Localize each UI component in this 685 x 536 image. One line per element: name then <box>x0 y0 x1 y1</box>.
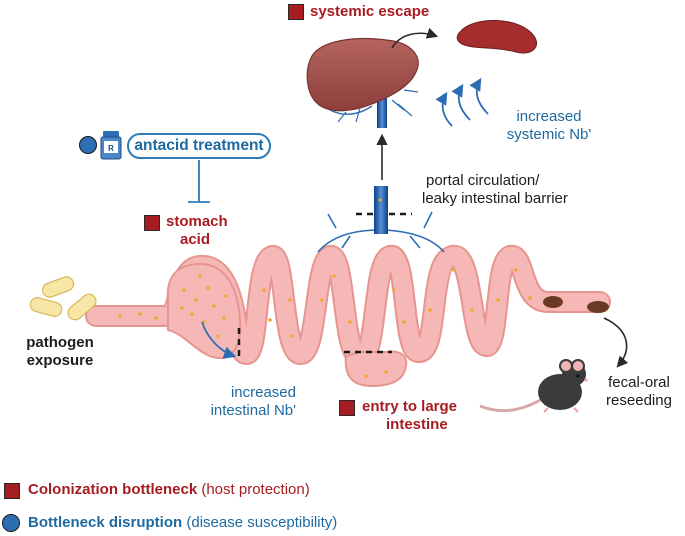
systemic-nb-arcs <box>435 77 489 127</box>
portal-vessels <box>317 86 445 253</box>
inhibition-line <box>188 160 210 203</box>
svg-text:R: R <box>108 144 114 153</box>
liver-to-spleen-arrow <box>391 27 439 49</box>
mouse-icon <box>479 359 588 413</box>
systemic-escape-label: systemic escape <box>310 3 430 20</box>
legend-colonization: Colonization bottleneck (host protection… <box>28 481 310 498</box>
increased-systemic-nb-label: increased systemic Nb' <box>506 108 592 143</box>
stomach <box>166 262 242 360</box>
cecum <box>344 350 408 388</box>
legend-bottleneck-marker <box>4 483 20 499</box>
intestinal-nb-arrow <box>201 321 237 359</box>
bacteria-icon <box>29 276 97 321</box>
increased-intestinal-nb-label: increased intestinal Nb' <box>210 384 296 419</box>
legend-disruption: Bottleneck disruption (disease susceptib… <box>28 514 338 531</box>
stomach-acid-label: stomach acid <box>166 213 228 248</box>
hepatic-vein <box>377 86 387 128</box>
rx-bottle-icon: R <box>100 131 122 160</box>
spleen-icon <box>456 20 538 54</box>
bacteria-dots <box>118 268 532 378</box>
pathogen-exposure-label: pathogen exposure <box>26 334 94 369</box>
portal-circulation-label: portal circulation/ leaky intestinal bar… <box>422 172 568 207</box>
systemic-escape-marker <box>288 4 304 20</box>
disruption-marker <box>79 136 97 154</box>
feces-pellet <box>587 301 609 313</box>
feces-pellet <box>543 296 563 308</box>
entry-large-intestine-marker <box>339 400 355 416</box>
fecal-oral-label: fecal-oral reseeding <box>606 374 672 409</box>
liver-icon <box>306 37 419 123</box>
entry-large-intestine-label: entry to large intestine <box>362 398 458 433</box>
intestine <box>85 245 611 388</box>
fecal-oral-arrow <box>603 317 629 368</box>
portal-vein <box>374 186 388 234</box>
antacid-treatment-label: antacid treatment <box>127 133 271 159</box>
legend-disruption-marker <box>2 514 20 532</box>
stomach-acid-marker <box>144 215 160 231</box>
